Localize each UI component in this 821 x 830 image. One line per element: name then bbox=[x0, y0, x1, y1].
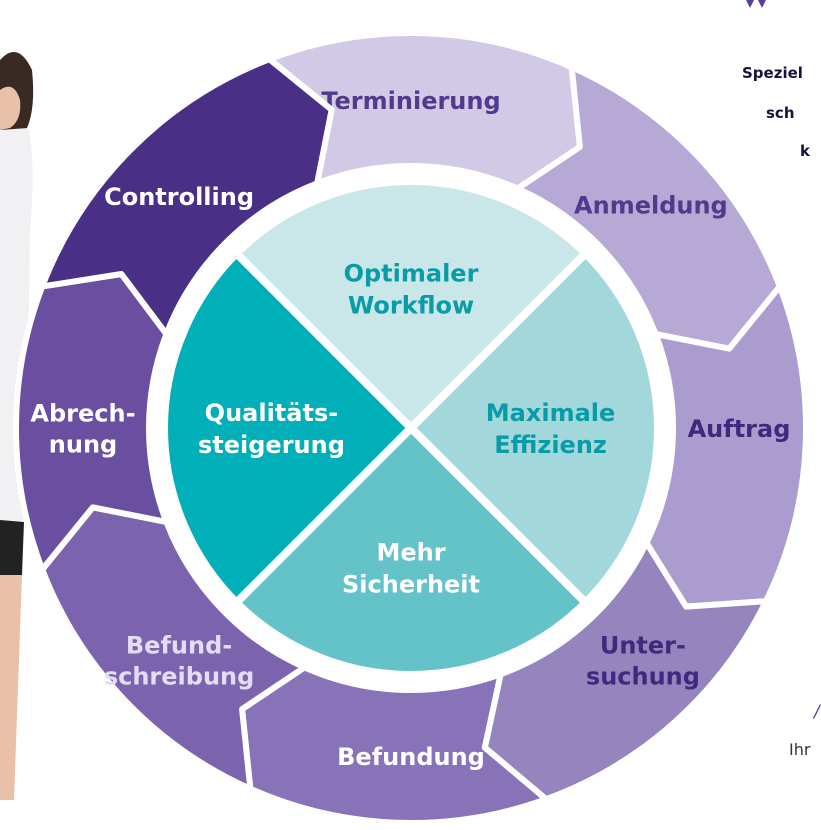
center-quadrant-label: Maximale bbox=[486, 399, 616, 427]
figure-skirt bbox=[0, 520, 24, 575]
center-circle: OptimalerWorkflowMaximaleEffizienzMehrSi… bbox=[158, 175, 664, 681]
cycle-step-label: suchung bbox=[586, 662, 700, 690]
cycle-step-1: Terminierung bbox=[266, 30, 583, 192]
figure-face bbox=[0, 86, 21, 130]
figure-legs bbox=[0, 575, 22, 800]
cycle-step-label: Abrech- bbox=[30, 400, 135, 428]
center-quadrant-label: steigerung bbox=[198, 431, 345, 459]
center-quadrant-label: Optimaler bbox=[344, 259, 479, 287]
cycle-step-label: Unter- bbox=[600, 631, 686, 659]
cycle-step-label: Anmeldung bbox=[574, 191, 728, 219]
cycle-step-label: nung bbox=[49, 431, 117, 459]
cycle-step-label: Auftrag bbox=[688, 415, 791, 443]
cycle-step-arrow bbox=[39, 56, 335, 338]
center-quadrant-label: Sicherheit bbox=[342, 571, 480, 599]
center-quadrant-label: Effizienz bbox=[494, 431, 607, 459]
center-quadrant-label: Workflow bbox=[348, 291, 474, 319]
side-slash-glyph: / bbox=[814, 702, 820, 722]
cycle-step-label: Terminierung bbox=[321, 87, 500, 115]
center-quadrant-label: Qualitäts- bbox=[205, 399, 339, 427]
center-quadrant-label: Mehr bbox=[376, 539, 445, 567]
cycle-step-label: Controlling bbox=[104, 183, 254, 211]
cycle-step-3: Auftrag bbox=[643, 283, 809, 610]
center-circle-outline bbox=[158, 175, 664, 681]
cycle-ring: TerminierungAnmeldungAuftragUnter-suchun… bbox=[13, 30, 809, 826]
brand-logo-icon bbox=[746, 0, 766, 8]
side-text-line-1: Speziel bbox=[742, 64, 803, 82]
cycle-step-8: Controlling bbox=[39, 56, 335, 338]
side-text-line-2: sch bbox=[766, 104, 795, 122]
side-footer-text: Ihr bbox=[789, 740, 811, 759]
cycle-step-label: Befund- bbox=[126, 631, 232, 659]
cycle-step-label: schreibung bbox=[104, 662, 254, 690]
side-text-line-3: k bbox=[800, 142, 810, 160]
cycle-step-5: Befundung bbox=[239, 664, 550, 826]
cycle-step-label: Befundung bbox=[337, 743, 485, 771]
